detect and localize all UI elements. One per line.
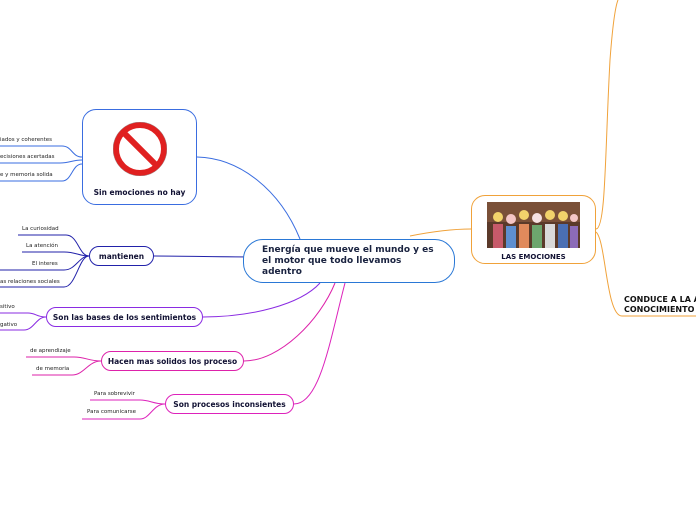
procesos-leaf-comunicarse[interactable]: Para comunicarse xyxy=(87,409,136,415)
mantienen-node[interactable]: mantienen xyxy=(89,246,154,266)
procesos-inconsientes-node[interactable]: Son procesos inconsientes xyxy=(165,394,294,414)
bases-leaf-negativo[interactable]: gativo xyxy=(0,322,18,328)
las-emociones-node[interactable]: LAS EMOCIONES xyxy=(471,195,596,264)
emoji-masks-photo xyxy=(487,202,580,248)
connector-hacen xyxy=(243,282,336,362)
central-line-1: Energía que mueve el mundo y es xyxy=(262,244,434,255)
sin-emociones-label: Sin emociones no hay xyxy=(93,188,186,197)
connector-emociones xyxy=(409,228,472,237)
no-entry-sign-icon xyxy=(112,122,167,176)
bases-leaf-positivo[interactable]: sitivo xyxy=(0,304,15,310)
central-line-3: adentro xyxy=(262,266,302,277)
central-topic[interactable]: Energía que mueve el mundo y es el motor… xyxy=(243,239,455,283)
hacen-leaf-memoria[interactable]: de memoria xyxy=(36,366,70,372)
bases-sentimientos-node[interactable]: Son las bases de los sentimientos xyxy=(46,307,203,327)
conduce-node[interactable]: CONDUCE A LA A CONOCIMIENTO xyxy=(624,295,696,315)
connector-emociones-up xyxy=(595,0,619,230)
sin-leaf-1[interactable]: iados y coherentes xyxy=(0,137,53,143)
mantienen-leaf-interes[interactable]: El interes xyxy=(32,261,58,267)
sin-emociones-node[interactable]: Sin emociones no hay xyxy=(82,109,197,205)
procesos-label: Son procesos inconsientes xyxy=(173,399,286,409)
hacen-label: Hacen mas solidos los proceso xyxy=(107,356,238,366)
mantienen-leaf-atencion[interactable]: La atención xyxy=(26,243,58,249)
las-emociones-label: LAS EMOCIONES xyxy=(501,253,566,261)
procesos-leaf-sobrevivir[interactable]: Para sobrevivir xyxy=(94,391,135,397)
bases-label: Son las bases de los sentimientos xyxy=(52,312,197,322)
conduce-line-1: CONDUCE A LA A xyxy=(624,295,696,304)
connector-sin xyxy=(196,156,301,240)
hacen-solidos-node[interactable]: Hacen mas solidos los proceso xyxy=(101,351,244,371)
connector-conduce xyxy=(595,231,696,317)
mantienen-leaf-relaciones[interactable]: as relaciones sociales xyxy=(0,279,60,285)
central-line-2: el motor que todo llevamos xyxy=(262,255,402,266)
mantienen-leaf-curiosidad[interactable]: La curiosidad xyxy=(22,226,59,232)
hacen-leaf-aprendizaje[interactable]: de aprendizaje xyxy=(30,348,71,354)
connector-procesos xyxy=(293,282,346,405)
sin-leaf-2[interactable]: ecisiones acertadas xyxy=(0,154,55,160)
conduce-line-2: CONOCIMIENTO xyxy=(624,305,695,314)
mantienen-label: mantienen xyxy=(98,251,145,261)
sin-leaf-3[interactable]: e y memoria solida xyxy=(0,172,53,178)
connector-bases xyxy=(202,282,321,318)
